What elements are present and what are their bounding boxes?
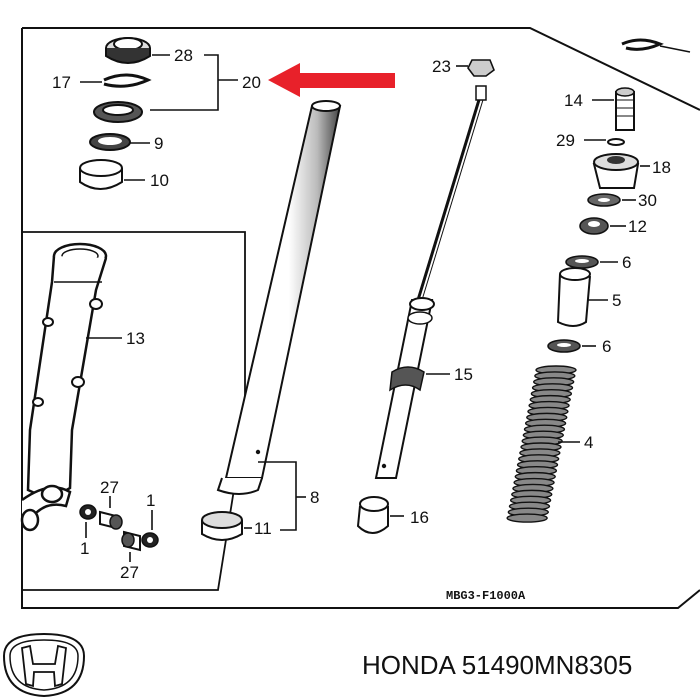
circlip-part <box>621 38 664 51</box>
diagram-frame <box>22 27 700 111</box>
fork-tube-part <box>216 100 342 495</box>
callout-20: 20 <box>242 73 261 92</box>
brand-name: HONDA <box>362 650 455 680</box>
highlight-arrow <box>268 63 395 97</box>
washer-part-2 <box>141 532 159 548</box>
oil-seal-part <box>93 101 143 123</box>
slider-inset-frame <box>22 231 246 591</box>
diagram-frame-bottom <box>21 28 700 609</box>
oil-lock-piece-part <box>356 496 389 534</box>
diagram-code: MBG3-F1000A <box>446 589 526 603</box>
fork-slider-part <box>20 242 108 532</box>
washer-30-part <box>587 193 621 207</box>
spacer-nut-part <box>579 217 609 235</box>
callout-27-top: 27 <box>100 478 119 497</box>
honda-logo <box>2 632 86 698</box>
spring-seat-part <box>565 255 599 269</box>
stopper-ring-part <box>103 73 152 88</box>
callout-9: 9 <box>154 134 163 153</box>
o-ring-part <box>607 138 625 146</box>
fork-cap-part <box>592 153 640 189</box>
spacer-part <box>556 267 591 327</box>
slider-bushing-part <box>201 511 243 541</box>
callout-30: 30 <box>638 191 657 210</box>
callout-27-bottom: 27 <box>120 563 139 582</box>
callout-28: 28 <box>174 46 193 65</box>
damper-rod-part <box>374 85 487 479</box>
callout-12: 12 <box>628 217 647 236</box>
callout-4: 4 <box>584 433 593 452</box>
callout-17: 17 <box>52 73 71 92</box>
bolt-part <box>99 510 123 530</box>
callout-5: 5 <box>612 291 621 310</box>
callout-6-bottom: 6 <box>602 337 611 356</box>
adjuster-bolt-part <box>615 87 635 131</box>
part-label: HONDA 51490MN8305 <box>362 650 632 681</box>
back-up-ring-part <box>89 133 131 151</box>
callout-1-left: 1 <box>80 539 89 558</box>
callout-15: 15 <box>454 365 473 384</box>
spring-coil <box>506 513 548 523</box>
callout-16: 16 <box>410 508 429 527</box>
callout-10: 10 <box>150 171 169 190</box>
spring-seat-part-2 <box>547 339 581 353</box>
callout-1-right: 1 <box>146 491 155 510</box>
callout-6-top: 6 <box>622 253 631 272</box>
callout-23: 23 <box>432 57 451 76</box>
callout-29: 29 <box>556 131 575 150</box>
lock-nut-part <box>467 59 495 77</box>
callout-14: 14 <box>564 91 583 110</box>
callout-11: 11 <box>254 519 272 538</box>
part-number: 51490MN8305 <box>461 650 633 680</box>
callout-18: 18 <box>652 158 671 177</box>
callout-13: 13 <box>126 329 145 348</box>
callout-8: 8 <box>310 488 319 507</box>
washer-part <box>79 504 97 520</box>
dust-seal-part <box>105 37 151 64</box>
guide-bushing-part <box>79 159 123 190</box>
bolt-part-2 <box>121 530 141 552</box>
fork-spring-part <box>506 365 577 523</box>
